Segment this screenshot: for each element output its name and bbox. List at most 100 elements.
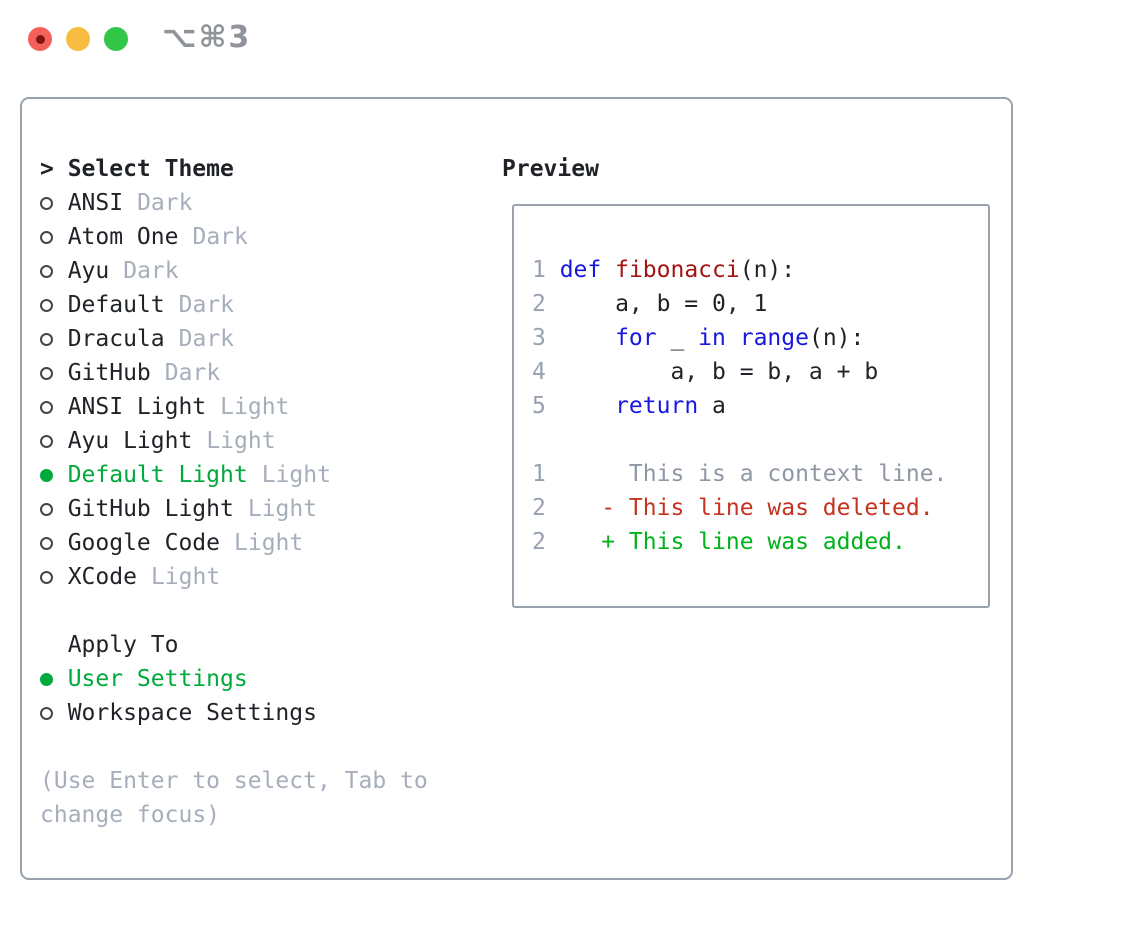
apply-option-user-settings[interactable]: User Settings <box>40 662 317 696</box>
theme-variant-tag: Dark <box>192 224 248 250</box>
theme-variant-tag: Light <box>150 564 221 590</box>
option-label: ANSI Light <box>67 394 207 420</box>
code-line: 1 This is a context line. <box>532 457 947 491</box>
theme-variant-tag: Light <box>206 428 276 454</box>
line-number: 1 <box>532 461 546 487</box>
radio-icon <box>40 196 53 210</box>
option-marker <box>40 458 68 492</box>
theme-variant-tag: Light <box>261 462 331 488</box>
theme-variant-tag: Dark <box>164 360 221 386</box>
code-segment <box>560 325 615 351</box>
theme-option-google-code-light[interactable]: Google Code Light <box>40 526 331 560</box>
code-segment: for <box>615 325 657 351</box>
option-marker <box>40 356 68 390</box>
radio-icon <box>40 366 53 380</box>
option-marker <box>40 390 68 424</box>
theme-select-title: Select Theme <box>67 156 234 182</box>
option-marker <box>40 322 68 356</box>
option-label: Default Light <box>67 462 248 488</box>
code-segment: This is a context line. <box>559 461 948 487</box>
theme-variant-tag: Light <box>247 496 318 522</box>
theme-option-github-dark[interactable]: GitHub Dark <box>40 356 331 390</box>
theme-option-ayu-light-light[interactable]: Ayu Light Light <box>40 424 331 458</box>
code-segment: + This line was added. <box>559 529 906 555</box>
minimize-button[interactable] <box>66 27 90 51</box>
option-label: GitHub Light <box>67 496 234 522</box>
code-segment: return <box>615 393 699 419</box>
theme-option-default-light-light[interactable]: Default Light Light <box>40 458 331 492</box>
theme-variant-tag: Light <box>220 394 290 420</box>
option-label: Google Code <box>67 530 221 556</box>
theme-option-xcode-light[interactable]: XCode Light <box>40 560 331 594</box>
radio-selected-icon <box>40 468 53 482</box>
line-number: 4 <box>532 359 546 385</box>
code-line-blank <box>532 423 947 457</box>
option-marker <box>40 186 68 220</box>
code-line: 2 a, b = 0, 1 <box>532 287 947 321</box>
theme-option-atom-one-dark[interactable]: Atom One Dark <box>40 220 331 254</box>
theme-variant-tag: Light <box>234 530 304 556</box>
header-indent <box>40 628 68 662</box>
option-marker <box>40 696 68 730</box>
apply-to-header: Apply To <box>40 628 317 662</box>
theme-variant-tag: Dark <box>178 292 235 318</box>
inner-dot-icon <box>35 34 45 44</box>
radio-icon <box>40 706 53 720</box>
theme-option-github-light-light[interactable]: GitHub Light Light <box>40 492 331 526</box>
code-segment: a, b = b, a + b <box>559 359 879 385</box>
radio-icon <box>40 298 53 312</box>
option-label: Default <box>67 292 165 318</box>
help-text: (Use Enter to select, Tab to change focu… <box>40 768 428 828</box>
line-number: 2 <box>532 529 546 555</box>
code-segment: - This line was deleted. <box>559 495 934 521</box>
theme-option-default-dark[interactable]: Default Dark <box>40 288 331 322</box>
close-button[interactable] <box>28 27 52 51</box>
code-segment: (n): <box>808 325 865 351</box>
apply-option-workspace-settings[interactable]: Workspace Settings <box>40 696 317 730</box>
preview-title: Preview <box>502 156 599 182</box>
option-marker <box>40 220 68 254</box>
window-shortcut-label: ⌥⌘3 <box>162 20 252 55</box>
code-segment <box>726 325 740 351</box>
option-label: GitHub <box>67 360 151 386</box>
option-label: Ayu <box>67 258 110 284</box>
option-marker <box>40 492 68 526</box>
option-marker <box>40 424 68 458</box>
radio-icon <box>40 400 53 414</box>
theme-option-ansi-light-light[interactable]: ANSI Light Light <box>40 390 331 424</box>
option-label: Workspace Settings <box>67 700 317 726</box>
line-number: 2 <box>532 291 546 317</box>
code-segment: (n): <box>739 257 796 283</box>
code-segment: a, b = 0, 1 <box>559 291 768 317</box>
code-line: 4 a, b = b, a + b <box>532 355 947 389</box>
code-line: 3 for _ in range(n): <box>532 321 947 355</box>
zoom-button[interactable] <box>104 27 128 51</box>
line-number: 2 <box>532 495 546 521</box>
code-segment: in <box>698 325 726 351</box>
radio-icon <box>40 264 53 278</box>
radio-icon <box>40 502 53 516</box>
code-segment <box>560 393 615 419</box>
option-label: ANSI <box>67 190 124 216</box>
code-segment <box>601 257 615 283</box>
radio-selected-icon <box>40 672 53 686</box>
code-segment: _ <box>656 325 699 351</box>
apply-to-title: Apply To <box>67 632 179 658</box>
traffic-lights <box>28 27 128 51</box>
code-segment: def <box>559 257 602 283</box>
line-number: 3 <box>532 325 546 351</box>
option-label: Ayu Light <box>67 428 193 454</box>
radio-icon <box>40 230 53 244</box>
option-label: XCode <box>67 564 137 590</box>
option-label: Atom One <box>67 224 179 250</box>
line-number: 1 <box>532 257 546 283</box>
code-line: 5 return a <box>532 389 947 423</box>
